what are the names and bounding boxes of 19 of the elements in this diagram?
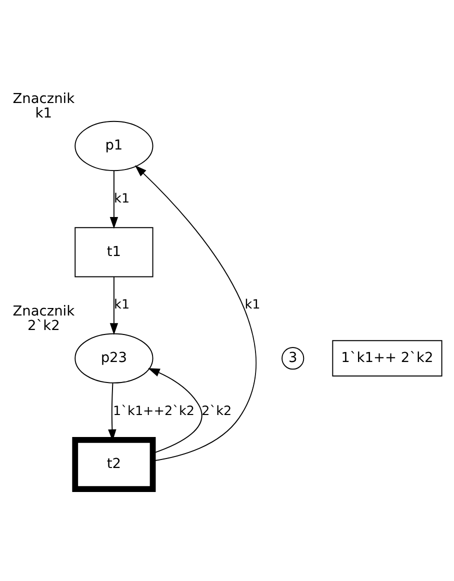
edge-label: k1 <box>114 191 130 206</box>
node-label: 2`k2 <box>27 318 60 334</box>
edge-label: k1 <box>244 298 260 313</box>
node-ellipse: p1 <box>74 120 154 172</box>
node-label: Znacznik <box>12 303 75 320</box>
arrow <box>134 165 256 462</box>
node-label: Znacznik <box>12 90 75 107</box>
arrow <box>110 276 118 335</box>
node-box: 1`k1++ 2`k2 <box>332 340 442 377</box>
node-label: k1 <box>35 106 52 122</box>
edge-label: k1 <box>114 298 130 313</box>
arrow <box>110 170 118 229</box>
node-box: t1 <box>74 227 154 278</box>
node-circle: 3 <box>282 347 304 370</box>
arrow <box>148 368 202 454</box>
node-ellipse: p23 <box>74 333 154 384</box>
node-box: t2 <box>72 436 156 492</box>
edge-label: 1`k1++2`k2 <box>113 404 194 419</box>
edge-label: 2`k2 <box>202 404 232 419</box>
